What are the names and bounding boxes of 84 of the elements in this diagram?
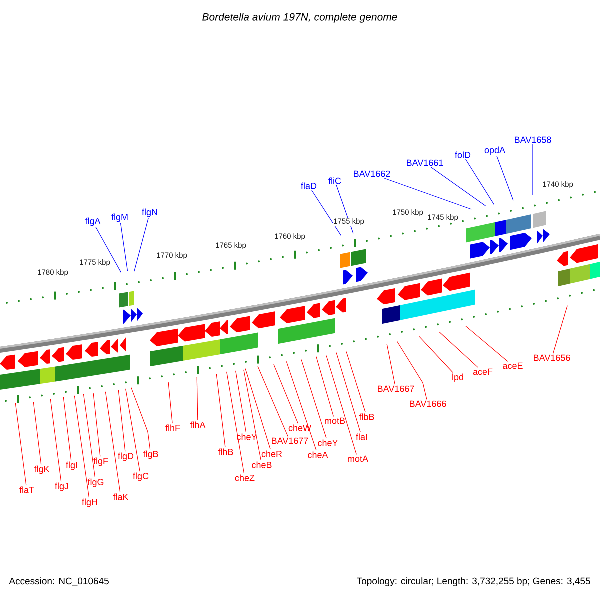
leader-line [50,398,62,482]
gene-label: flaI [356,434,368,440]
leader-line [96,227,122,273]
leader-line [274,364,298,424]
leader-line [439,332,479,368]
gene-label: lpd [452,374,464,382]
gene-label: BAV1666 [410,400,446,408]
gene-label: BAV1662 [354,170,390,178]
gene-label: flgA [85,218,101,226]
gene-label: flgF [94,458,108,466]
leader-line [316,356,334,417]
gene-label: flhA [190,422,206,428]
gene-label: fliC [328,178,342,184]
gene-label: flgD [118,452,134,462]
gene-label: folD [455,152,471,158]
leader-line [384,178,472,210]
gene-label: BAV1658 [515,136,552,144]
gene-label: BAV1661 [407,160,444,166]
leader-line [466,326,508,362]
gene-label: flaD [301,182,317,190]
leader-line [105,392,121,493]
gene-label: BAV1677 [272,438,308,444]
gene-label: flhF [166,424,180,432]
leader-line [419,336,454,373]
gene-label: flgB [143,450,158,460]
gene-label: flgN [142,208,158,218]
gene-label: motA [348,456,368,462]
leader-line [93,392,101,457]
gene-label: flhB [218,448,234,456]
leader-line [258,366,288,437]
leader-line [74,396,90,498]
leader-line [430,167,486,206]
leader-line [83,394,96,478]
leader-line [118,390,126,452]
footer-text: Topology: circular; Length: 3,732,255 bp; Genes: 3,455 [357,578,590,586]
gene-label: BAV1656 [534,354,570,362]
gene-label: flgC [133,472,149,482]
leader-line [496,156,514,201]
leader-line [131,388,151,450]
gene-label: cheY [318,440,338,446]
leader-line [134,218,149,272]
gene-label: flgK [34,466,50,474]
leader-line [312,190,342,236]
gene-label: opdA [484,146,506,156]
gene-label: flgG [88,478,104,488]
leader-line [466,159,494,205]
gene-label: flgH [82,498,98,508]
leader-line [120,223,128,272]
gene-label: aceE [503,362,523,370]
leader-line [244,370,262,461]
leader-line [346,352,366,413]
gene-label: cheZ [235,474,255,482]
gene-label: aceF [473,368,493,376]
leader-line [326,356,357,455]
leader-line [396,341,428,400]
leader-line [301,360,327,439]
gene-label: cheA [308,452,328,458]
leader-line [553,306,568,354]
gene-label: flgM [112,214,128,222]
leader-line [216,374,226,448]
gene-label: flaK [113,494,129,500]
gene-label: flbB [359,414,374,420]
leader-line [286,361,317,451]
leader-line [336,352,361,433]
leader-line [33,402,42,465]
gene-label: flgI [66,462,78,470]
leader-line [15,402,27,486]
leader-line [236,370,247,433]
leader-line [226,372,245,474]
leader-line [63,396,72,461]
leader-line [245,368,271,450]
leader-line [168,382,173,424]
footer-text: Accession: NC_010645 [9,578,109,586]
leader-line [126,388,140,472]
gene-label: BAV1667 [378,386,414,392]
gene-label: cheB [252,462,272,468]
leader-line [196,376,198,421]
gene-label: cheR [262,450,282,458]
gene-label: motB [325,418,346,424]
leader-line [386,344,396,385]
gene-label: flgJ [55,482,68,492]
gene-label: flaT [20,486,34,494]
leader-line [532,144,534,196]
title: Bordetella avium 197N, complete genome [202,13,398,23]
